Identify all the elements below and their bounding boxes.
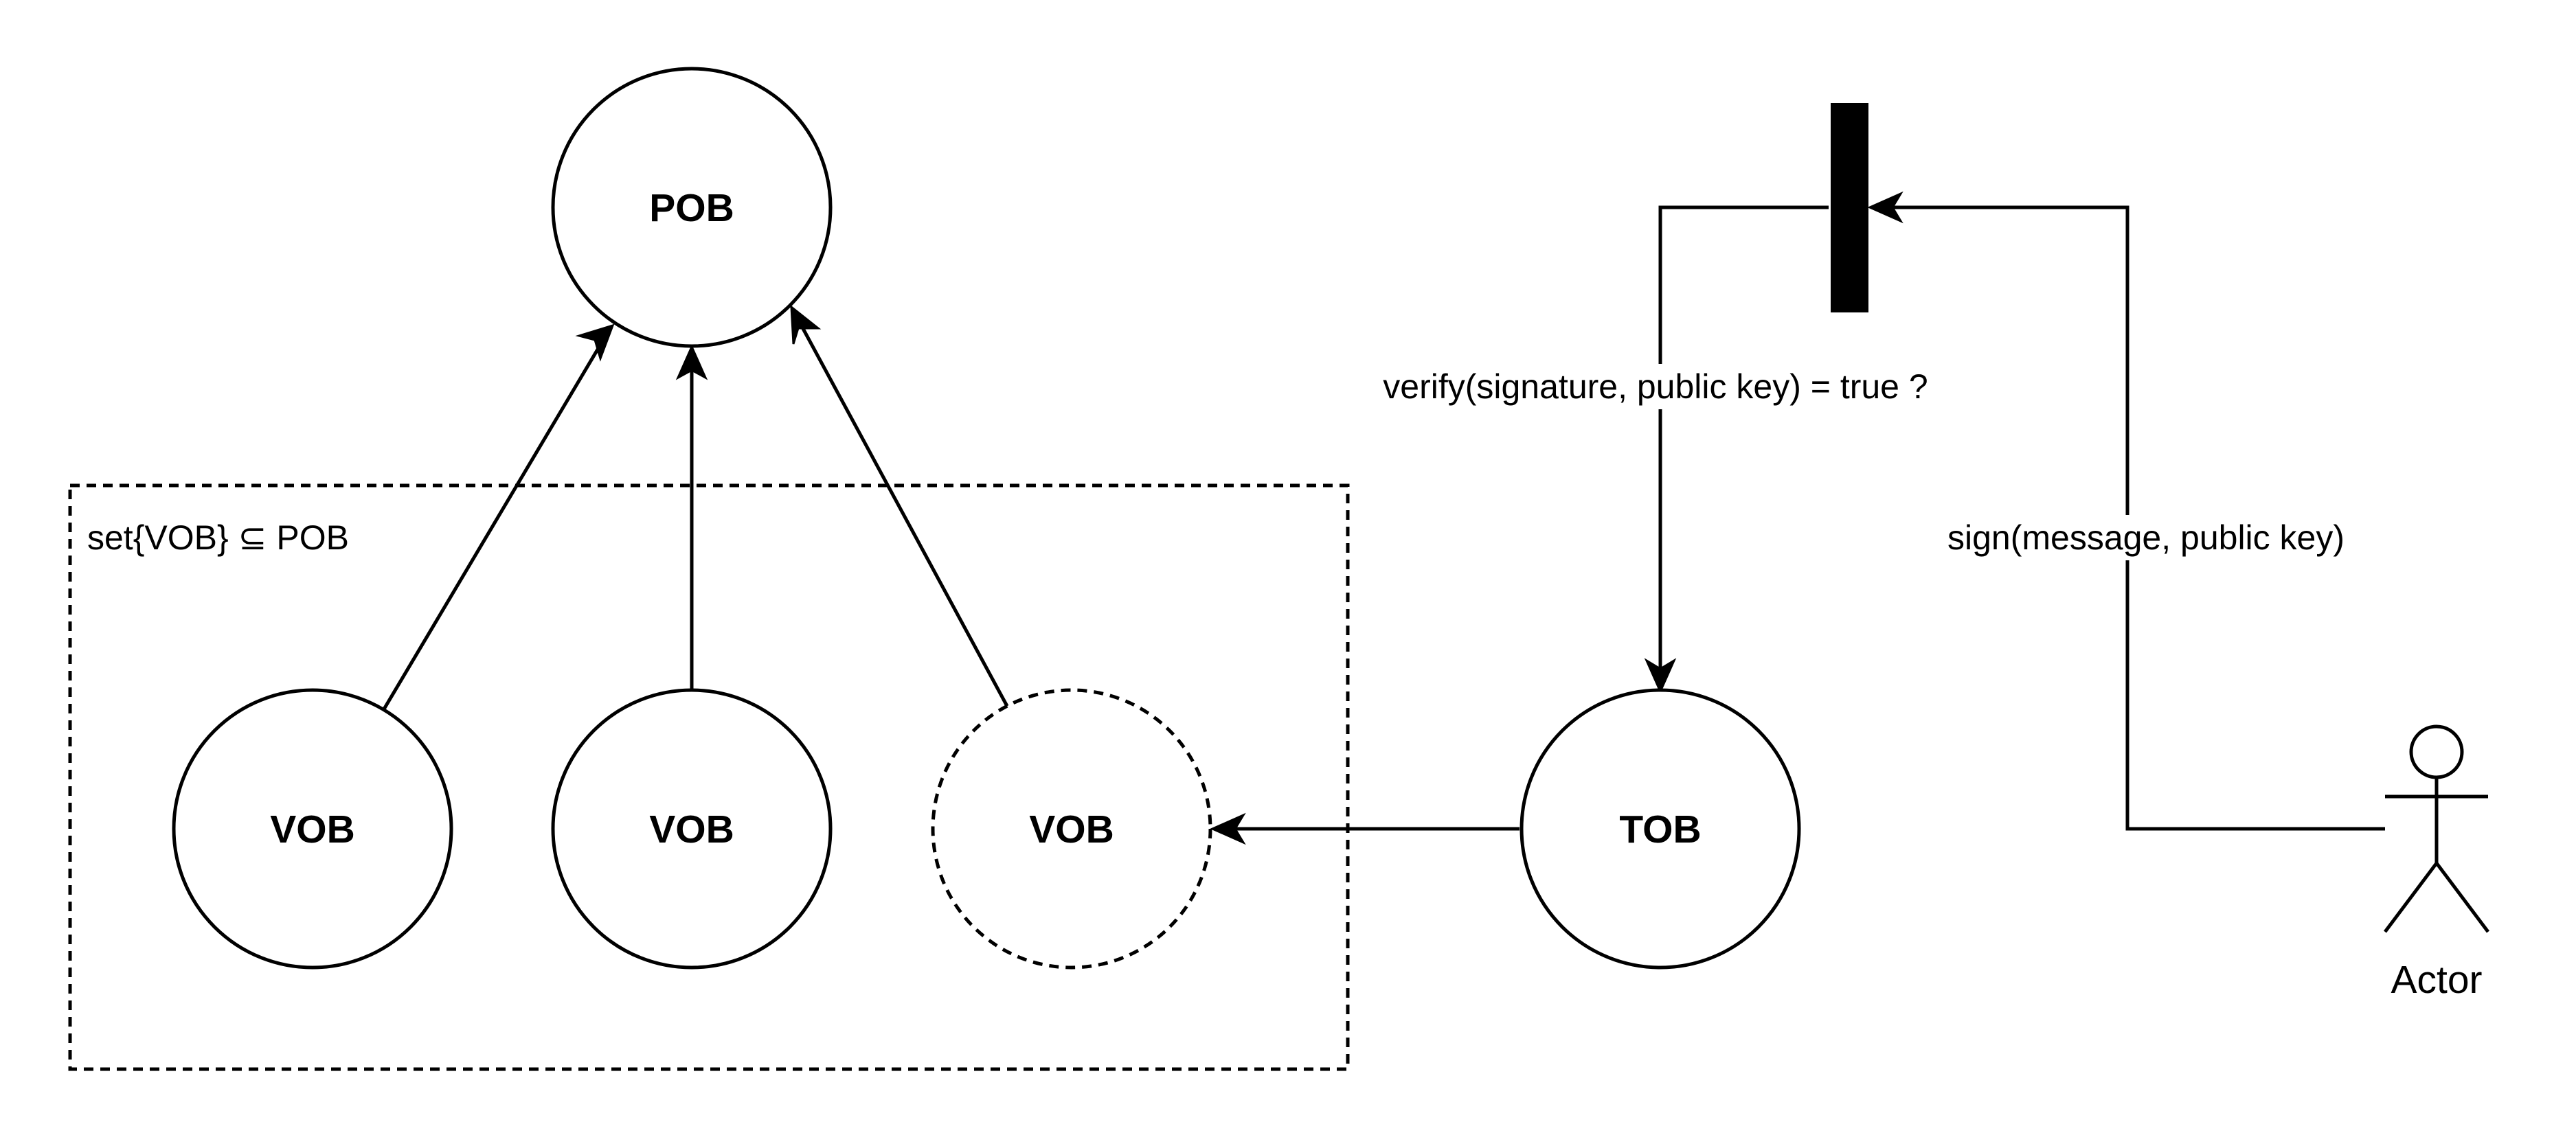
edge-vob-1-to-pob[interactable]	[381, 340, 605, 713]
node-vob-1-shape	[172, 688, 453, 970]
edge-bar-to-tob-label: verify(signature, public key) = true ?	[1383, 367, 1928, 406]
node-vob-2[interactable]: VOB	[551, 688, 833, 970]
actor-right-leg	[2435, 862, 2489, 933]
actor-label: Actor	[2391, 958, 2482, 1002]
edge-tob-to-vob-3-arrowhead	[1210, 812, 1246, 845]
edge-vob-3-to-pob[interactable]	[799, 323, 1010, 709]
node-vob-2-shape	[551, 688, 833, 970]
edge-actor-to-bar-arrowhead	[1867, 191, 1903, 224]
node-bar[interactable]	[1831, 103, 1868, 312]
node-vob-1-label: VOB	[270, 808, 355, 851]
edge-bar-to-tob[interactable]	[1658, 205, 1829, 673]
actor[interactable]: Actor	[2384, 724, 2489, 1002]
node-vob-1[interactable]: VOB	[172, 688, 453, 970]
edge-vob-2-to-pob-arrowhead	[675, 344, 708, 380]
node-vob-2-label: VOB	[649, 808, 734, 851]
edge-actor-to-bar-label: sign(message, public key)	[1947, 518, 2345, 557]
actor-icon	[2384, 724, 2489, 933]
edge-vob-1-to-pob-arrowhead	[575, 323, 615, 362]
node-pob-shape	[551, 67, 833, 348]
edge-label-background	[1348, 364, 1962, 409]
actor-left-leg	[2384, 862, 2438, 933]
node-vob-3-shape	[931, 688, 1212, 970]
node-vob-3-label: VOB	[1029, 808, 1114, 851]
node-pob-label: POB	[649, 186, 734, 230]
node-pob[interactable]: POB	[551, 67, 833, 348]
node-tob[interactable]: TOB	[1519, 688, 1801, 970]
node-tob-label: TOB	[1619, 808, 1701, 851]
node-tob-shape	[1519, 688, 1801, 970]
actor-head	[2409, 724, 2464, 779]
vob-set-group-label: set{VOB} ⊆ POB	[87, 518, 349, 557]
edge-bar-to-tob-arrowhead	[1644, 658, 1677, 694]
edge-vob-3-to-pob-arrowhead	[790, 304, 822, 345]
node-vob-3[interactable]: VOB	[931, 688, 1212, 970]
edge-label-background	[1925, 515, 2366, 560]
